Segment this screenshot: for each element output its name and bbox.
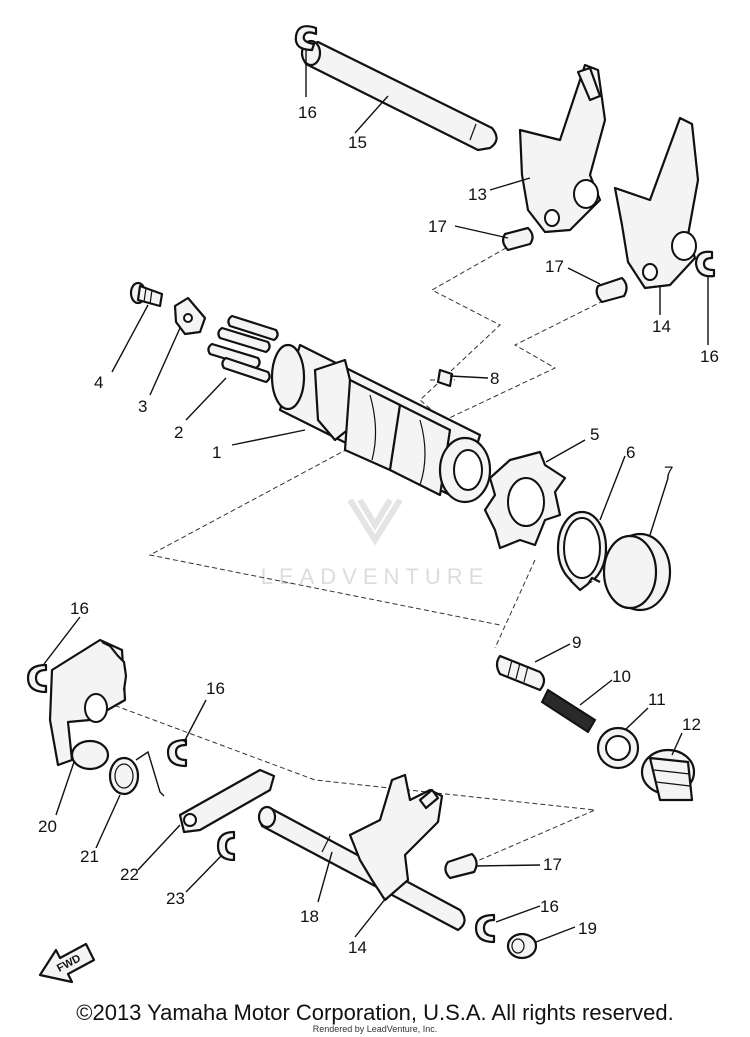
- callout-16: 16: [298, 103, 317, 122]
- part-19-collar: [506, 932, 538, 960]
- callout-3: 3: [138, 397, 147, 416]
- part-9-stopper: [495, 654, 546, 692]
- callout-11: 11: [648, 690, 666, 709]
- callout-8: 8: [490, 369, 499, 388]
- part-21-torsion-spring: [108, 750, 165, 797]
- copyright-notice: ©2013 Yamaha Motor Corporation, U.S.A. A…: [76, 1000, 674, 1025]
- callout-2: 2: [174, 423, 183, 442]
- part-16-circlip-middle: [166, 738, 188, 768]
- callout-5: 5: [590, 425, 599, 444]
- callout-16: 16: [540, 897, 559, 916]
- callout-16: 16: [700, 347, 719, 366]
- callout-19: 19: [578, 919, 597, 938]
- callout-13: 13: [468, 185, 487, 204]
- callout-12: 12: [682, 715, 701, 734]
- callout-numbers: 16 15 13 17 17 14 16 4 3 2 1 8 5 6 7 9 1…: [38, 103, 719, 957]
- part-17-guide-pin-top: [501, 226, 534, 252]
- part-23-circlip: [216, 830, 236, 862]
- part-5-stopper-plate: [483, 450, 567, 550]
- part-1-shift-cam: [270, 343, 492, 504]
- part-16-circlip-right: [694, 250, 716, 278]
- callout-7: 7: [664, 463, 673, 482]
- part-11-gasket: [596, 726, 640, 770]
- callout-14: 14: [652, 317, 671, 336]
- callout-16: 16: [70, 599, 89, 618]
- part-18-shift-fork-shaft: [257, 805, 466, 932]
- callout-18: 18: [300, 907, 319, 926]
- part-4-screw: [129, 281, 164, 308]
- callout-17: 17: [428, 217, 447, 236]
- callout-21: 21: [80, 847, 99, 866]
- fwd-arrow-icon: FWD: [38, 942, 96, 984]
- part-6-circlip: [556, 510, 608, 592]
- callout-1: 1: [212, 443, 221, 462]
- callout-16: 16: [206, 679, 225, 698]
- part-12-plug: [640, 748, 696, 802]
- part-13-shift-fork: [518, 63, 607, 234]
- part-3-segment-plate: [173, 296, 207, 336]
- callout-15: 15: [348, 133, 367, 152]
- callout-6: 6: [626, 443, 635, 462]
- part-7-cover-cap: [602, 532, 672, 612]
- part-17-guide-pin-right: [595, 276, 628, 304]
- part-16-circlip-top: [294, 25, 318, 52]
- leadventure-watermark: LEADVENTURE: [261, 498, 490, 589]
- callout-17: 17: [545, 257, 564, 276]
- callout-9: 9: [572, 633, 581, 652]
- callout-17: 17: [543, 855, 562, 874]
- callout-20: 20: [38, 817, 57, 836]
- part-20-shift-lever: [48, 638, 128, 771]
- assembly-lines: [99, 239, 626, 866]
- leader-lines: [43, 50, 709, 943]
- part-14-shift-fork-right: [613, 116, 700, 290]
- rendered-by-credit: Rendered by LeadVenture, Inc.: [312, 1024, 438, 1034]
- part-16-circlip-left: [26, 663, 48, 694]
- part-17-guide-pin-bottom: [444, 852, 478, 880]
- callout-14: 14: [348, 938, 367, 957]
- part-14-shift-fork-bottom: [348, 773, 444, 902]
- callout-22: 22: [120, 865, 139, 884]
- callout-4: 4: [94, 373, 103, 392]
- part-16-circlip-bottom: [474, 913, 496, 944]
- callout-10: 10: [612, 667, 631, 686]
- part-22-lever-plate: [178, 768, 276, 834]
- part-10-spring: [540, 688, 597, 734]
- watermark-text: LEADVENTURE: [261, 564, 490, 589]
- callout-23: 23: [166, 889, 185, 908]
- part-2-pins: [207, 314, 279, 384]
- part-15-shift-fork-shaft: [300, 39, 498, 152]
